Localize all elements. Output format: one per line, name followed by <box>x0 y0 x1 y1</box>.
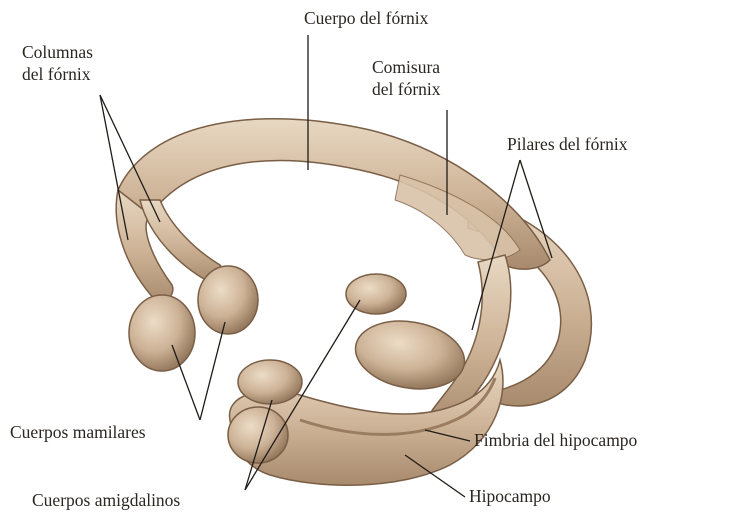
label-hipocampo: Hipocampo <box>469 486 551 506</box>
label-comisura-line1: Comisura <box>372 57 440 77</box>
amygdala-lower <box>238 360 302 404</box>
label-pilares: Pilares del fórnix <box>507 134 628 154</box>
label-cuerpos-amigdalinos: Cuerpos amigdalinos <box>32 490 180 510</box>
mammillary-body-right <box>198 266 258 334</box>
label-cuerpos-mamilares: Cuerpos mamilares <box>10 422 146 442</box>
label-comisura-line2: del fórnix <box>372 79 441 99</box>
label-columnas-line2: del fórnix <box>22 64 91 84</box>
mammillary-body-left <box>129 295 195 371</box>
label-columnas-line1: Columnas <box>22 42 93 62</box>
label-fimbria: Fimbria del hipocampo <box>474 430 638 450</box>
label-cuerpo: Cuerpo del fórnix <box>304 8 429 28</box>
